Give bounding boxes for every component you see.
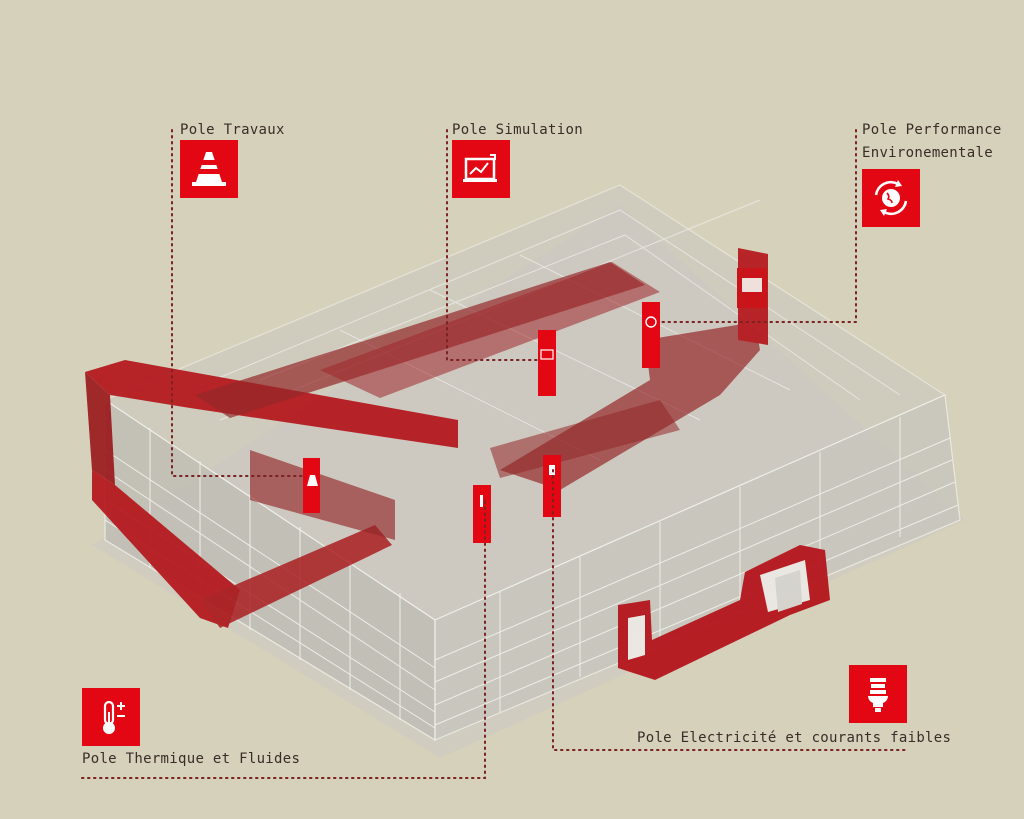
- pole-travaux-label: Pole Travaux: [180, 122, 285, 138]
- marker-simulation: [538, 330, 556, 396]
- building-front-right: [434, 394, 961, 741]
- traffic-cone-icon: [192, 152, 226, 186]
- leader-performance: [661, 129, 857, 323]
- marker-thermique: [473, 485, 491, 543]
- light-bulb-icon: [868, 678, 888, 712]
- pole-electricite-badge: [849, 665, 907, 723]
- marker-electricite: [543, 455, 561, 517]
- right-facade-windows: [434, 417, 959, 726]
- ribbon-north-top: [320, 262, 660, 398]
- ribbon-inner-link: [490, 400, 680, 478]
- pole-travaux-badge: [180, 140, 238, 198]
- leader-simulation: [446, 129, 539, 361]
- pole-simulation-label: Pole Simulation: [452, 122, 583, 138]
- pole-performance-badge: [862, 169, 920, 227]
- pole-electricite-label: Pole Electricité et courants faibles: [637, 730, 952, 746]
- thermometer-icon: [103, 700, 125, 734]
- ribbon-southwest: [200, 525, 392, 628]
- globe-arrows-icon: [874, 180, 908, 216]
- leader-thermique: [81, 499, 486, 779]
- ribbon-west-wall: [85, 372, 115, 485]
- chart-monitor-icon: [463, 154, 497, 182]
- leader-lines: [81, 129, 907, 779]
- pole-thermique-badge: [82, 688, 140, 746]
- pole-performance-label-line2: Environementale: [862, 145, 993, 161]
- leader-travaux: [171, 129, 304, 477]
- marker-performance: [642, 302, 660, 368]
- pole-performance-label-line1: Pole Performance: [862, 122, 1002, 138]
- pole-thermique-label: Pole Thermique et Fluides: [82, 751, 301, 767]
- inner-markers: [303, 268, 767, 543]
- pole-simulation-badge: [452, 140, 510, 198]
- leader-electricite: [552, 469, 907, 751]
- ribbon-west-diagonal: [92, 470, 240, 628]
- ground-loop: [618, 545, 830, 680]
- circulation-ribbon: [85, 248, 768, 628]
- ribbon-mid-loop: [250, 450, 395, 540]
